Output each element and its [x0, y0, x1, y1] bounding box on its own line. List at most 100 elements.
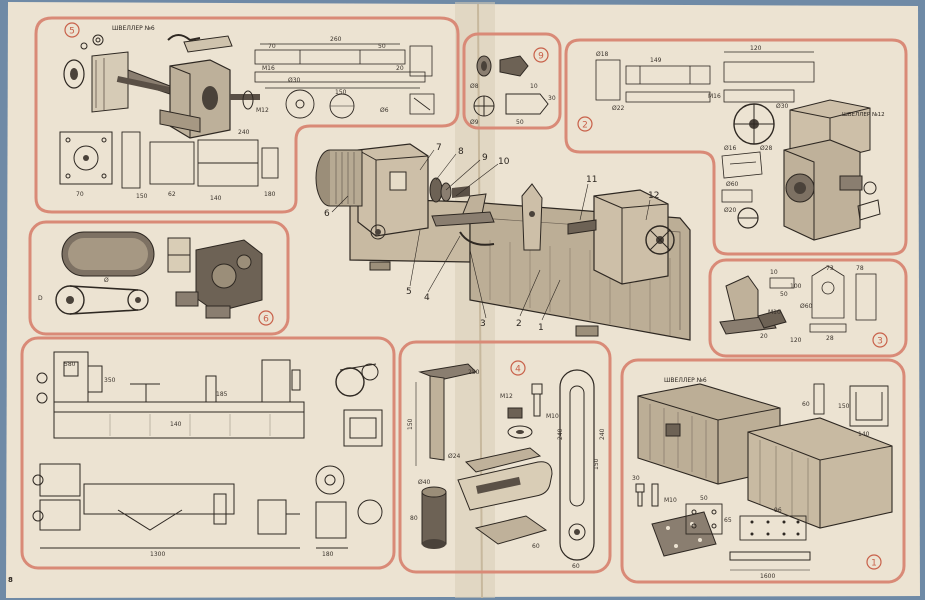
p7-dim-180: 180 [322, 551, 334, 558]
p5-dim-m12: M12 [256, 107, 269, 114]
panel-2-label: ШВЕЛЛЕР №12 [842, 112, 885, 118]
p3-dim-d60: Ø60 [800, 303, 813, 310]
panel-5-number: 5 [69, 27, 75, 37]
panel-5-drawings: ШВЕЛЛЕР №6 26 [59, 25, 435, 202]
main-lathe-drawing: 7 8 9 10 11 12 1 2 3 4 5 6 [315, 143, 691, 341]
panel-9-drawings: 50 [473, 55, 549, 126]
p8-dim-50: 50 [516, 119, 524, 126]
p8-dim-d8: Ø8 [470, 83, 479, 90]
panel-numbers: 5 9 2 6 3 4 1 [64, 22, 888, 570]
p7-dim-185: 185 [216, 391, 228, 398]
callout-9: 9 [482, 153, 488, 163]
p3-dim-100: 100 [790, 283, 802, 290]
p4-dim-60b: 60 [572, 563, 580, 570]
panel-2-border [564, 38, 908, 256]
p3-dim-78: 78 [856, 265, 864, 272]
p2-dim-d60: Ø60 [726, 181, 739, 188]
circle-1 [866, 554, 882, 570]
panel-9-number: 9 [538, 52, 544, 62]
callout-11: 11 [586, 175, 597, 185]
p5-dim-150b: 150 [136, 193, 148, 200]
p1-dim-96: 96 [774, 507, 782, 514]
p2-dim-d22: Ø22 [612, 105, 625, 112]
panel-4-number: 4 [515, 365, 521, 375]
p5-dim-260: 260 [330, 36, 342, 43]
panel-4-border [398, 340, 612, 574]
callout-3: 3 [480, 319, 486, 329]
p5-dim-62: 62 [168, 191, 176, 198]
p1-dim-60: 60 [802, 401, 810, 408]
panel-7-drawings: 580 1300 185 180 140 350 [32, 351, 383, 558]
p2-dim-120: 120 [750, 45, 762, 52]
p7-dim-580: 580 [64, 361, 76, 368]
p3-dim-73: 73 [826, 265, 834, 272]
p5-dim-180: 180 [264, 191, 276, 198]
p1-dim-m10: M10 [664, 497, 677, 504]
p5-dim-240: 240 [238, 129, 250, 136]
callout-6: 6 [324, 209, 330, 219]
panel-5-label: ШВЕЛЛЕР №6 [112, 25, 155, 32]
panel-1-drawings: ШВЕЛЛЕР №6 140 60 150 30 M10 [632, 377, 893, 580]
panel-5-border [34, 16, 460, 214]
panel-3-border [708, 258, 908, 358]
p3-dim-20: 20 [760, 333, 768, 340]
panel-1-label: ШВЕЛЛЕР №6 [664, 377, 707, 384]
p6-dim-d: D [38, 295, 43, 302]
p4-dim-250: 250 [468, 369, 480, 376]
p1-dim-1600: 1600 [760, 573, 775, 580]
p7-dim-1300: 1300 [150, 551, 165, 558]
circle-9 [533, 47, 549, 63]
p4-dim-240: 240 [557, 428, 564, 440]
p3-dim-120: 120 [790, 337, 802, 344]
p7-dim-140: 140 [170, 421, 182, 428]
p1-dim-50: 50 [700, 495, 708, 502]
circle-4 [510, 360, 526, 376]
p7-dim-350: 350 [104, 377, 116, 384]
p1-dim-30: 30 [632, 475, 640, 482]
p3-dim-m10: M10 [768, 309, 781, 316]
p5-dim-m16: M16 [262, 65, 275, 72]
panel-3-drawings: 10 50 100 M10 20 73 Ø60 120 28 78 [719, 265, 877, 344]
circle-2 [577, 116, 593, 132]
circle-6 [258, 310, 274, 326]
panel-3-number: 3 [877, 337, 883, 347]
p2-dim-d18: Ø18 [596, 51, 609, 58]
p5-dim-70b: 70 [76, 191, 84, 198]
p2-dim-m16: M16 [708, 93, 721, 100]
callout-7: 7 [436, 143, 442, 153]
p3-dim-10: 10 [770, 269, 778, 276]
p5-dim-70: 70 [268, 43, 276, 50]
callout-10: 10 [498, 157, 510, 167]
panel-4-drawings: 250 150 M12 M10 Ø24 Ø40 80 60 240 150 24… [407, 363, 606, 570]
p4-dim-m12: M12 [500, 393, 513, 400]
p4-dim-60: 60 [532, 543, 540, 550]
callout-4: 4 [424, 293, 430, 303]
callout-1: 1 [538, 323, 544, 333]
panel-6-drawings: D Ø [38, 231, 263, 319]
panel-9-border [462, 32, 562, 130]
callout-5: 5 [406, 287, 412, 297]
callout-2: 2 [516, 319, 522, 329]
p5-dim-20: 20 [396, 65, 404, 72]
p8-dim-d9: Ø9 [470, 119, 479, 126]
p5-dim-140: 140 [210, 195, 222, 202]
p4-dim-m10: M10 [546, 413, 559, 420]
p4-dim-d24: Ø24 [448, 453, 461, 460]
p3-dim-50: 50 [780, 291, 788, 298]
p1-dim-150: 150 [838, 403, 850, 410]
panel-8-dims: Ø8 Ø9 10 30 [470, 83, 556, 126]
p1-dim-65: 65 [724, 517, 732, 524]
callout-8: 8 [458, 147, 464, 157]
p3-dim-28: 28 [826, 335, 834, 342]
p4-dim-240b: 240 [599, 428, 606, 440]
p2-dim-d20: Ø20 [724, 207, 737, 214]
p6-dim-o: Ø [104, 277, 109, 284]
p5-dim-50: 50 [378, 43, 386, 50]
p2-dim-d30: Ø30 [776, 103, 789, 110]
p5-dim-150: 150 [335, 89, 347, 96]
panel-6-number: 6 [263, 315, 269, 325]
p2-dim-149: 149 [650, 57, 662, 64]
p2-dim-d16: Ø16 [724, 145, 737, 152]
panel-1-border [620, 358, 906, 584]
